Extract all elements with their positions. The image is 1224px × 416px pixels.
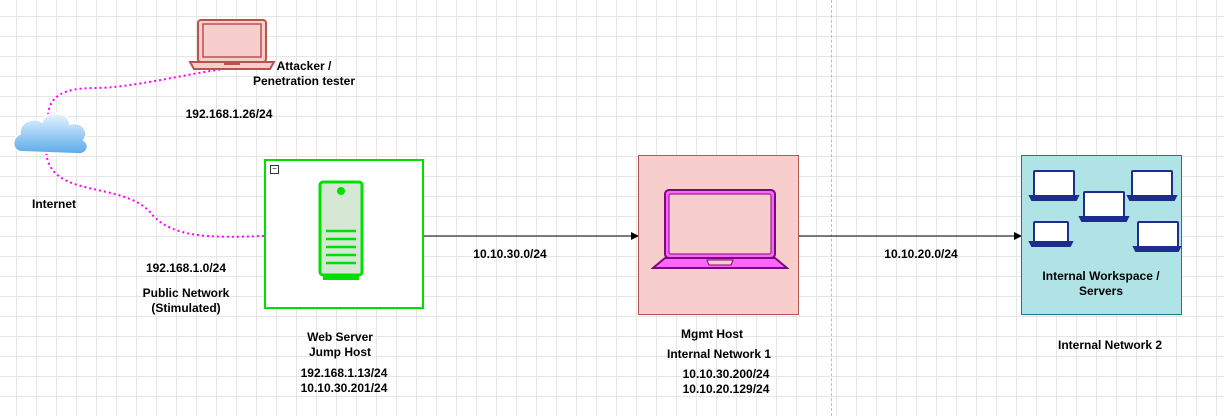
link-web-mgmt-subnet: 10.10.30.0/24 — [473, 247, 547, 261]
public-network-label: Public Network (Stimulated) — [142, 286, 230, 315]
mgmt-host-name: Mgmt Host — [681, 327, 743, 341]
workspace-container[interactable] — [1021, 155, 1182, 315]
mgmt-host-ips: 10.10.30.200/24 10.10.20.129/24 — [682, 367, 770, 396]
laptop-group-icon — [1028, 170, 1182, 252]
web-server-name: Web Server Jump Host — [307, 330, 373, 359]
workspace-network: Internal Network 2 — [1057, 338, 1163, 352]
server-icon — [318, 180, 364, 280]
attacker-ip: 192.168.1.26/24 — [185, 107, 273, 121]
page-break-line — [831, 0, 832, 416]
web-server-ips: 192.168.1.13/24 10.10.30.201/24 — [300, 366, 388, 395]
attacker-to-internet-link — [47, 67, 231, 119]
internet-to-webserver-link — [45, 147, 265, 238]
link-mgmt-workspace-subnet: 10.10.20.0/24 — [884, 247, 958, 261]
attacker-laptop-icon[interactable] — [188, 18, 278, 70]
internet-cloud-icon[interactable] — [10, 108, 92, 158]
mgmt-host-network: Internal Network 1 — [666, 347, 772, 361]
mgmt-laptop-icon — [651, 189, 789, 269]
collapse-toggle-icon[interactable]: − — [270, 165, 279, 174]
public-network-subnet: 192.168.1.0/24 — [145, 261, 227, 275]
workspace-label: Internal Workspace / Servers — [1042, 269, 1160, 298]
internet-label: Internet — [31, 197, 76, 211]
mgmt-host-container[interactable] — [638, 155, 799, 315]
attacker-label: Attacker / Penetration tester — [252, 59, 356, 88]
web-server-container[interactable]: − — [264, 159, 424, 309]
